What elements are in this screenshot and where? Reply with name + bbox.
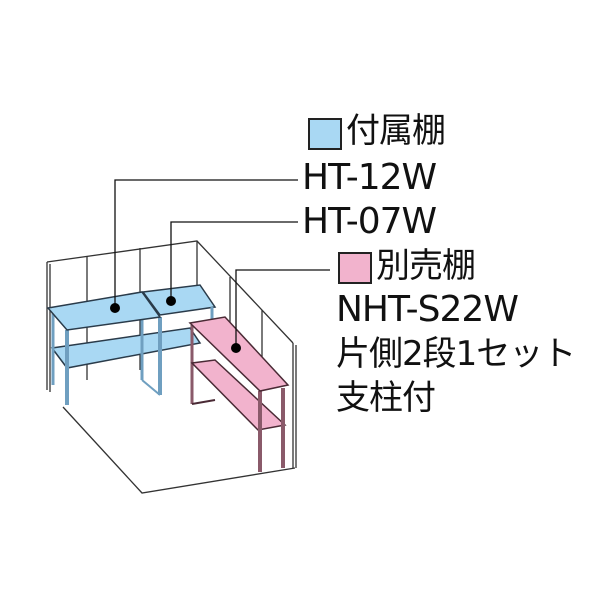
optional-description: 片側2段1セット (336, 334, 576, 374)
optional-legend-label: 別売棚 (376, 246, 476, 286)
optional-posts-note: 支柱付 (336, 378, 436, 418)
shelf-ht-07w (141, 284, 217, 316)
callout-ht-07w: HT-07W (302, 201, 437, 242)
leader-lines (114, 179, 330, 348)
callout-dots (110, 296, 241, 353)
included-shelves (46, 284, 217, 405)
included-swatch (308, 118, 342, 150)
callout-nht-s22w: NHT-S22W (336, 289, 519, 330)
included-legend-label: 付属棚 (346, 111, 446, 151)
optional-shelf (188, 316, 290, 472)
shelf-nht-s22w (188, 316, 290, 392)
callout-ht-12w: HT-12W (302, 157, 437, 198)
shelf-ht-12w (46, 291, 162, 331)
optional-swatch (338, 252, 372, 284)
